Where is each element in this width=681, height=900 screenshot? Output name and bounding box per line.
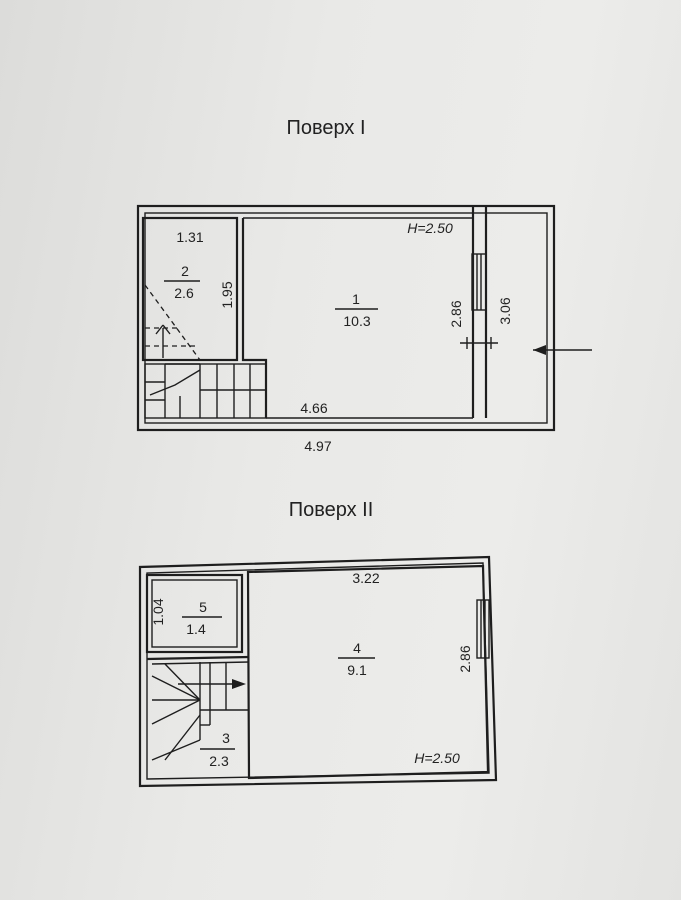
floor-2-stair-top — [146, 655, 250, 661]
floor-2-room-3-number: 3 — [222, 730, 230, 746]
floor-2-title: Поверх ІІ — [289, 499, 374, 521]
floor-2-room-3-area: 2.3 — [209, 753, 229, 769]
floor-1-room-1-wall — [241, 218, 268, 418]
floor-1-dim-room-2-width: 1.31 — [176, 229, 203, 245]
floor-1-dim-inner-width: 4.66 — [300, 400, 327, 416]
floor-2-staircase — [151, 662, 249, 761]
floor-1-window — [471, 253, 487, 311]
floor-1-room-2-area: 2.6 — [174, 285, 194, 301]
floor-2-height-label: H=2.50 — [414, 750, 460, 766]
floor-2-dim-room-5-height: 1.04 — [150, 598, 166, 625]
floor-1-dim-room-1-height: 2.86 — [448, 300, 464, 327]
floor-2-dim-room-4-width: 3.22 — [352, 570, 379, 586]
floor-1-plan: Поверх І — [136, 117, 592, 454]
floor-1-dim-total-width: 4.97 — [304, 438, 331, 454]
floor-2-room-5-wall — [145, 573, 244, 654]
floor-1-room-2-wall — [141, 216, 239, 362]
floor-2-outer-wall — [138, 555, 498, 788]
floor-1-dim-side-height: 3.06 — [497, 297, 513, 324]
floor-1-room-2-number: 2 — [181, 263, 189, 279]
floor-2-room-4-number: 4 — [353, 640, 361, 656]
floor-2-dim-room-4-height: 2.86 — [457, 645, 473, 672]
floor-2-plan: Поверх ІІ — [138, 499, 498, 788]
floor-1-title: Поверх І — [286, 117, 365, 139]
floor-1-room-1-area: 10.3 — [343, 313, 370, 329]
floor-1-outer-wall — [136, 204, 556, 432]
floor-1-room-1-number: 1 — [352, 291, 360, 307]
floor-2-inner-wall — [146, 562, 490, 780]
floor-1-inner-wall — [144, 212, 548, 424]
floor-2-room-5-area: 1.4 — [186, 621, 206, 637]
floor-2-room-4-area: 9.1 — [347, 662, 367, 678]
floor-2-window — [476, 599, 490, 659]
floor-2-room-4-wall — [246, 564, 490, 780]
floor-2-room-5-number: 5 — [199, 599, 207, 615]
floor-1-dim-room-2-height: 1.95 — [219, 281, 235, 308]
floor-1-height-label: H=2.50 — [407, 220, 453, 236]
floor-1-staircase — [144, 284, 267, 419]
